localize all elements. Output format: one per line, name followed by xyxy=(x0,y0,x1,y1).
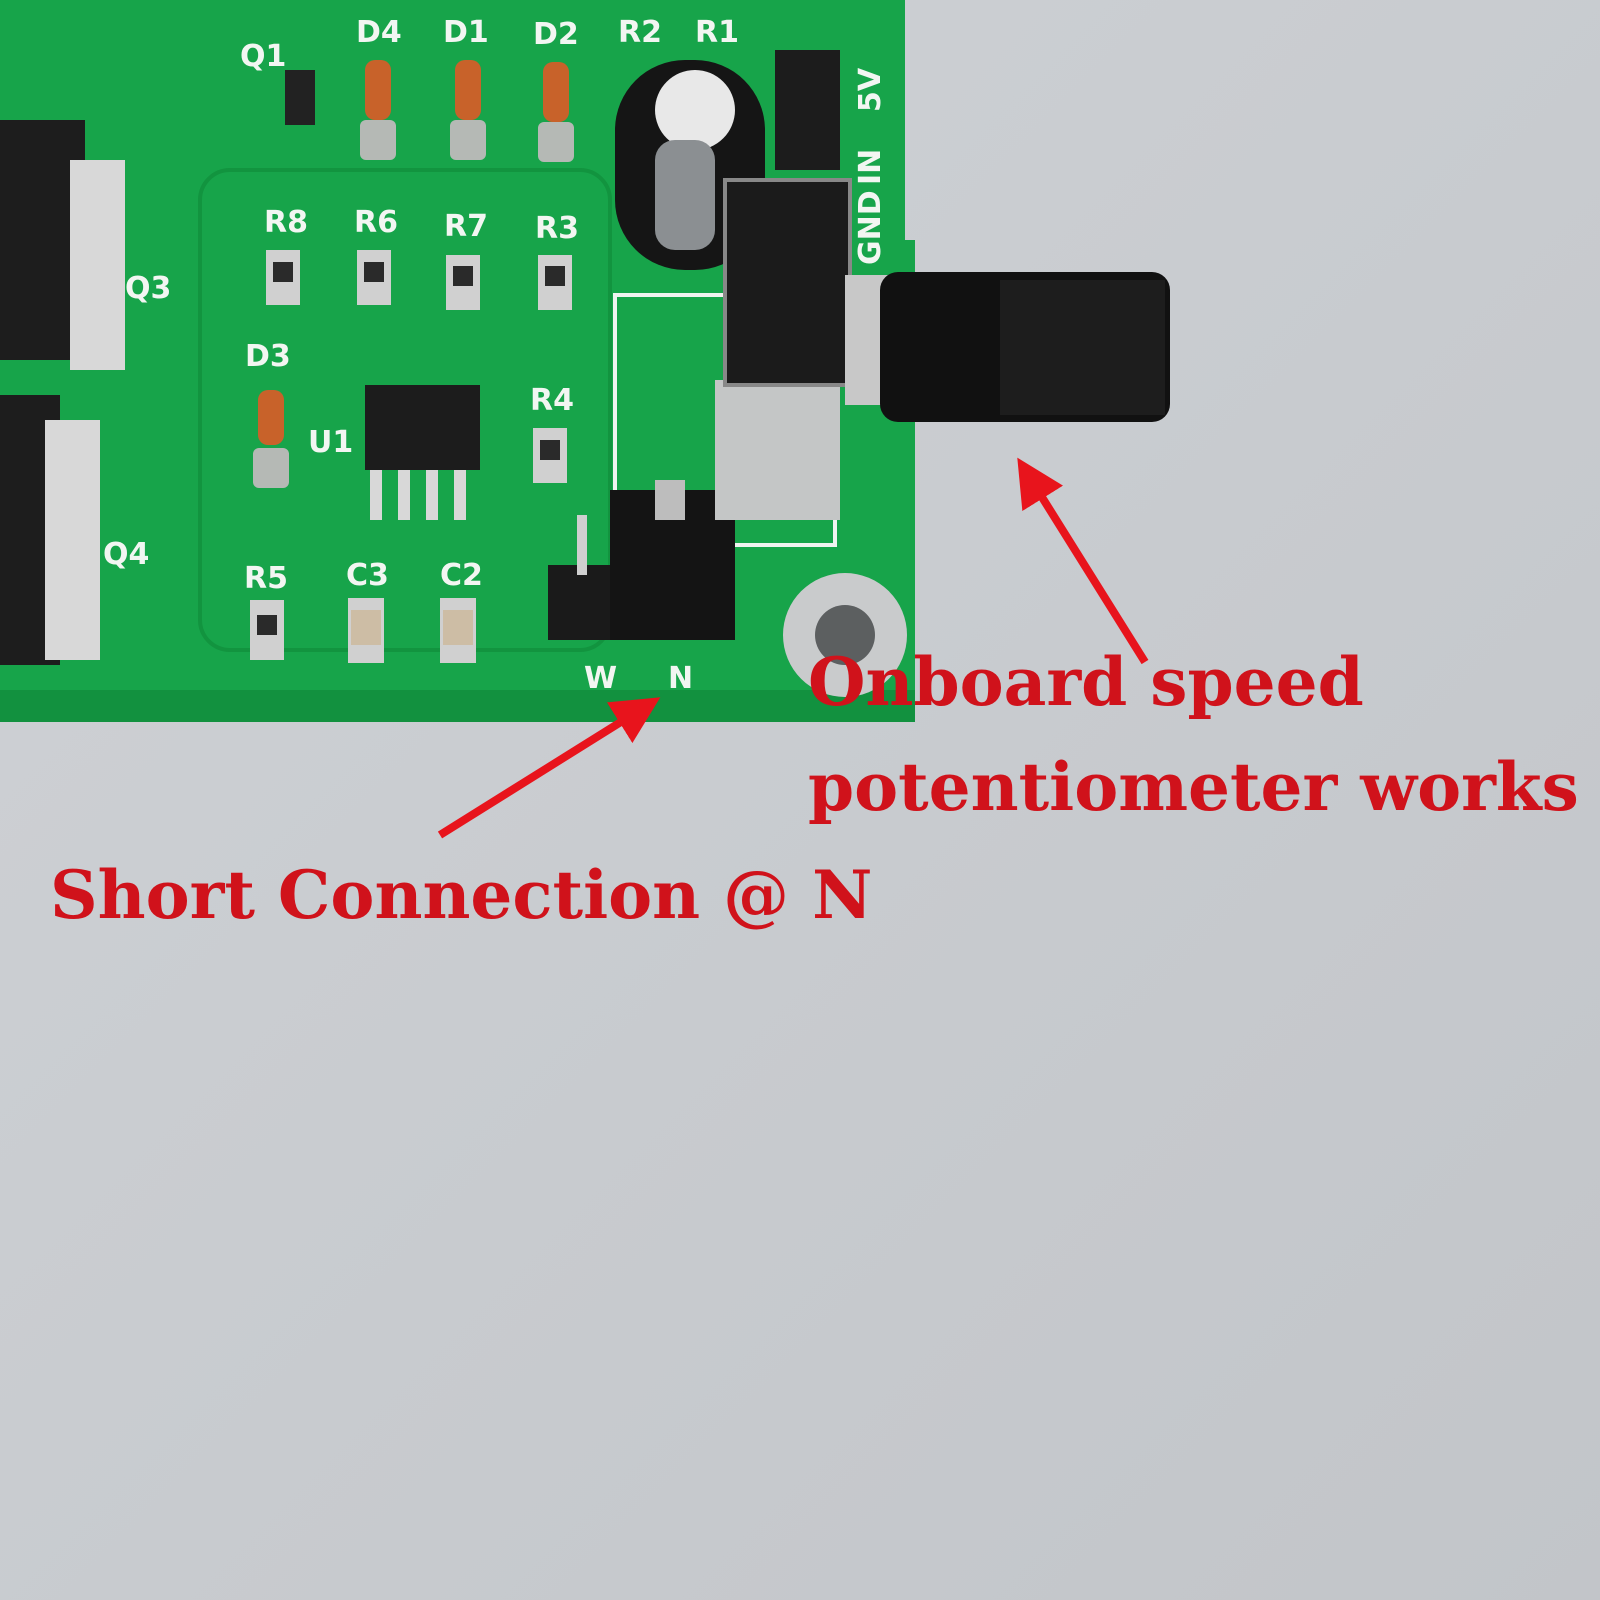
annotation-potentiometer-line2: potentiometer works xyxy=(808,748,1579,826)
transistor-q1 xyxy=(285,70,315,125)
label-r7: R7 xyxy=(444,209,488,244)
label-q1: Q1 xyxy=(240,39,286,74)
label-r6: R6 xyxy=(354,205,398,240)
pcb-board xyxy=(0,0,1170,722)
label-w: W xyxy=(584,661,617,696)
silkscreen-labels: D4 D1 D2 R2 R1 Q1 R8 R6 R7 R3 Q3 D3 U1 R… xyxy=(103,15,888,696)
label-d1: D1 xyxy=(443,15,489,50)
label-r5: R5 xyxy=(244,561,288,596)
label-q4: Q4 xyxy=(103,537,149,572)
label-u1: U1 xyxy=(308,425,353,460)
label-gnd: GND xyxy=(853,190,888,265)
label-r2: R2 xyxy=(618,15,662,50)
power-header xyxy=(775,50,840,170)
arrow-jumper xyxy=(437,697,661,839)
annotation-potentiometer-line1: Onboard speed xyxy=(808,643,1364,721)
arrow-potentiometer xyxy=(1017,457,1149,665)
label-in: IN xyxy=(853,149,888,185)
label-r8: R8 xyxy=(264,205,308,240)
potentiometer[interactable] xyxy=(715,178,1170,520)
label-n: N xyxy=(668,661,693,696)
label-d4: D4 xyxy=(356,15,402,50)
annotation-jumper: Short Connection @ N xyxy=(50,856,872,934)
label-5v: 5V xyxy=(853,67,888,112)
label-d2: D2 xyxy=(533,17,579,52)
label-q3: Q3 xyxy=(125,271,171,306)
label-r3: R3 xyxy=(535,211,579,246)
label-d3: D3 xyxy=(245,339,291,374)
jumper-header[interactable] xyxy=(548,480,735,640)
label-c2: C2 xyxy=(440,558,483,593)
ic-u1 xyxy=(365,385,480,470)
label-r1: R1 xyxy=(695,15,739,50)
label-c3: C3 xyxy=(346,558,389,593)
label-r4: R4 xyxy=(530,383,574,418)
